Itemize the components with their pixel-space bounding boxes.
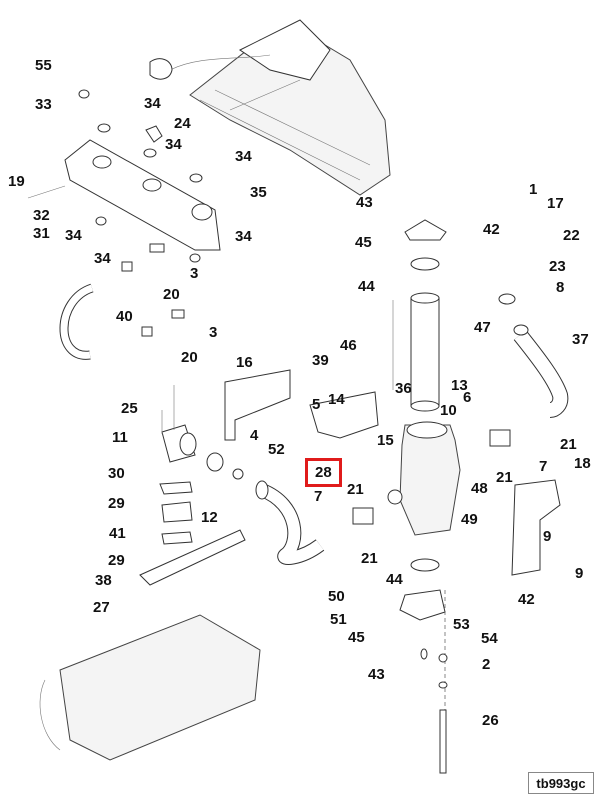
engine-head-bottom (39, 614, 261, 761)
callout-2[interactable]: 2 (482, 656, 491, 673)
callout-12[interactable]: 12 (201, 509, 218, 526)
callout-9[interactable]: 9 (543, 528, 552, 545)
callout-13[interactable]: 13 (451, 377, 468, 394)
callout-18[interactable]: 18 (574, 455, 591, 472)
callout-29[interactable]: 29 (108, 495, 125, 512)
callout-19[interactable]: 19 (8, 173, 25, 190)
callout-4[interactable]: 4 (250, 427, 259, 444)
callout-49[interactable]: 49 (461, 511, 478, 528)
callout-44[interactable]: 44 (358, 278, 375, 295)
callout-11[interactable]: 11 (112, 429, 128, 446)
callout-40[interactable]: 40 (116, 308, 133, 325)
callout-48[interactable]: 48 (471, 480, 488, 497)
callout-32[interactable]: 32 (33, 207, 50, 224)
callout-50[interactable]: 50 (328, 588, 345, 605)
callout-36[interactable]: 36 (395, 380, 412, 397)
callout-35[interactable]: 35 (250, 184, 267, 201)
callout-1[interactable]: 1 (529, 181, 538, 198)
engine-head-top (149, 19, 391, 196)
callout-9[interactable]: 9 (575, 565, 584, 582)
callout-21[interactable]: 21 (496, 469, 513, 486)
callout-43[interactable]: 43 (356, 194, 373, 211)
callout-16[interactable]: 16 (236, 354, 253, 371)
callout-44[interactable]: 44 (386, 571, 403, 588)
callout-24[interactable]: 24 (174, 115, 191, 132)
callout-30[interactable]: 30 (108, 465, 125, 482)
callout-55[interactable]: 55 (35, 57, 52, 74)
callout-34[interactable]: 34 (165, 136, 182, 153)
callout-8[interactable]: 8 (556, 279, 565, 296)
callout-25[interactable]: 25 (121, 400, 138, 417)
callout-21[interactable]: 21 (560, 436, 577, 453)
callout-26[interactable]: 26 (482, 712, 499, 729)
callout-47[interactable]: 47 (474, 319, 491, 336)
callout-23[interactable]: 23 (549, 258, 566, 275)
callout-6[interactable]: 6 (463, 389, 472, 406)
callout-27[interactable]: 27 (93, 599, 110, 616)
callout-3[interactable]: 3 (209, 324, 218, 341)
hose-40 (59, 261, 185, 360)
callout-14[interactable]: 14 (328, 391, 345, 408)
callout-20[interactable]: 20 (163, 286, 180, 303)
pipe-37 (352, 293, 569, 576)
callout-15[interactable]: 15 (377, 432, 394, 449)
pipe-28 (255, 480, 325, 565)
callout-34[interactable]: 34 (94, 250, 111, 267)
callout-22[interactable]: 22 (563, 227, 580, 244)
callout-46[interactable]: 46 (340, 337, 357, 354)
callout-54[interactable]: 54 (481, 630, 498, 647)
callout-10[interactable]: 10 (440, 402, 457, 419)
callout-20[interactable]: 20 (181, 349, 198, 366)
callout-52[interactable]: 52 (268, 441, 285, 458)
callout-21[interactable]: 21 (361, 550, 378, 567)
callout-42[interactable]: 42 (518, 591, 535, 608)
callout-41[interactable]: 41 (109, 525, 126, 542)
callout-38[interactable]: 38 (95, 572, 112, 589)
callout-28-highlighted[interactable]: 28 (305, 458, 342, 487)
callout-37[interactable]: 37 (572, 331, 589, 348)
callout-31[interactable]: 31 (33, 225, 50, 242)
reference-tag: tb993gc (528, 772, 594, 794)
cooler-housing (387, 421, 461, 720)
callout-17[interactable]: 17 (547, 195, 564, 212)
callout-51[interactable]: 51 (330, 611, 347, 628)
cooler-core (392, 219, 447, 412)
callout-3[interactable]: 3 (190, 265, 199, 282)
callout-42[interactable]: 42 (483, 221, 500, 238)
sensor-tube-26 (420, 648, 448, 774)
callout-45[interactable]: 45 (348, 629, 365, 646)
callout-21[interactable]: 21 (347, 481, 364, 498)
callout-5[interactable]: 5 (312, 396, 321, 413)
callout-43[interactable]: 43 (368, 666, 385, 683)
callout-34[interactable]: 34 (65, 227, 82, 244)
callout-29[interactable]: 29 (108, 552, 125, 569)
callout-7[interactable]: 7 (539, 458, 548, 475)
egr-valve-assembly (139, 385, 246, 586)
callout-34[interactable]: 34 (144, 95, 161, 112)
callout-53[interactable]: 53 (453, 616, 470, 633)
callout-45[interactable]: 45 (355, 234, 372, 251)
bracket-39 (224, 369, 379, 441)
exhaust-manifold (27, 89, 221, 263)
callout-39[interactable]: 39 (312, 352, 329, 369)
callout-7[interactable]: 7 (314, 488, 323, 505)
callout-34[interactable]: 34 (235, 228, 252, 245)
callout-34[interactable]: 34 (235, 148, 252, 165)
callout-33[interactable]: 33 (35, 96, 52, 113)
